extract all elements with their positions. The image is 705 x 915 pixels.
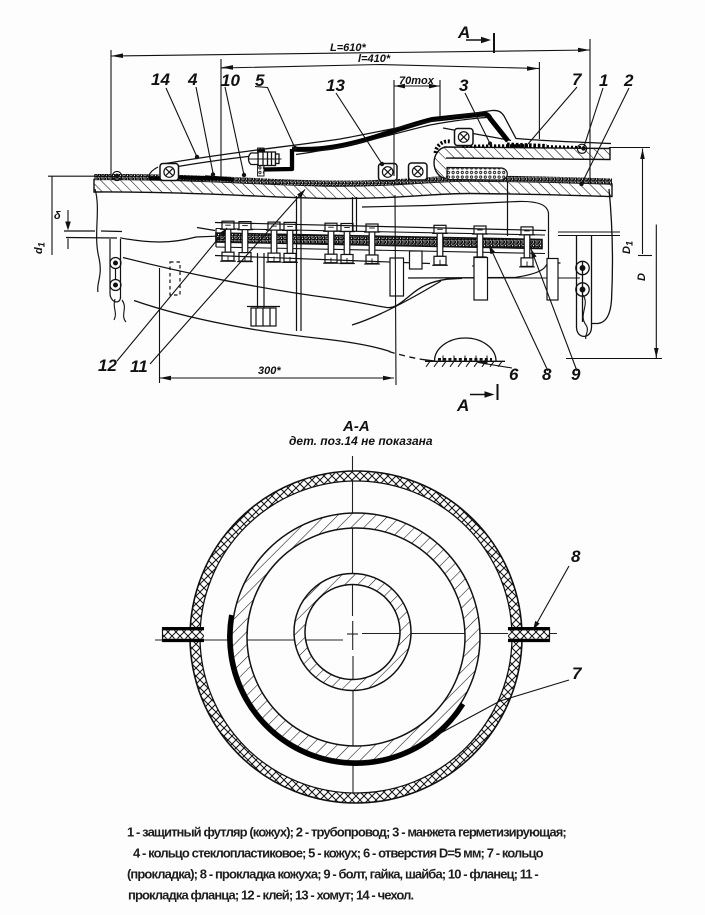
svg-text:70mоx: 70mоx — [399, 75, 435, 87]
svg-text:4: 4 — [187, 70, 198, 89]
svg-text:10: 10 — [221, 71, 240, 90]
svg-text:9: 9 — [571, 365, 581, 384]
svg-text:(прокладка); 8 - прокладка кож: (прокладка); 8 - прокладка кожуха; 9 - б… — [127, 867, 538, 882]
svg-text:прокладка фланца; 12 - клей;: прокладка фланца; 12 - клей; 13 - хомут;… — [128, 888, 413, 903]
svg-text:300*: 300* — [258, 365, 281, 377]
svg-text:d1: d1 — [33, 242, 47, 254]
svg-text:А-А: А-А — [342, 418, 370, 435]
svg-text:2: 2 — [623, 71, 634, 90]
svg-text:5: 5 — [255, 71, 265, 90]
svg-text:14: 14 — [151, 70, 170, 89]
svg-text:6: 6 — [509, 365, 519, 384]
svg-text:дет. поз.14 не показана: дет. поз.14 не показана — [289, 434, 433, 448]
svg-text:13: 13 — [326, 76, 345, 95]
svg-text:4 - кольцо стеклопластиковое;: 4 - кольцо стеклопластиковое; 5 - кожух;… — [133, 846, 544, 861]
svg-text:A: A — [456, 396, 469, 415]
svg-text:δ: δ — [54, 210, 61, 222]
svg-text:7: 7 — [572, 70, 583, 89]
svg-text:1 - защитный футляр (кожух); 2: 1 - защитный футляр (кожух); 2 - трубопр… — [127, 825, 566, 840]
svg-text:12: 12 — [98, 356, 117, 375]
svg-text:8: 8 — [571, 547, 581, 566]
svg-text:D1: D1 — [621, 241, 635, 254]
svg-text:11: 11 — [130, 357, 148, 376]
svg-text:l=410*: l=410* — [358, 53, 391, 65]
svg-text:L=610*: L=610* — [330, 42, 366, 54]
svg-text:A: A — [457, 23, 470, 42]
svg-text:3: 3 — [459, 76, 469, 95]
svg-text:7: 7 — [572, 664, 583, 683]
svg-text:8: 8 — [542, 365, 552, 384]
svg-text:D: D — [636, 273, 648, 281]
svg-text:1: 1 — [599, 71, 608, 90]
